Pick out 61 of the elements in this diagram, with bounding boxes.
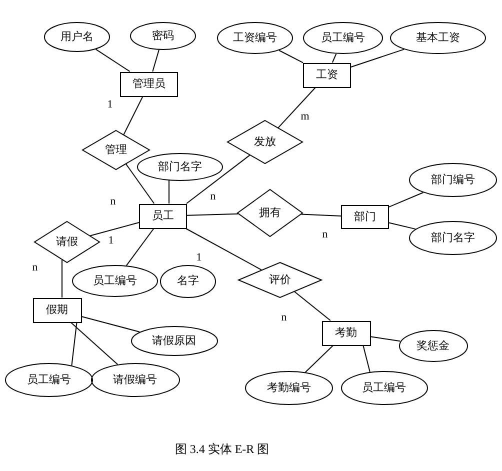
relationship-diamond: 请假 xyxy=(34,221,100,263)
cardinality-label: n xyxy=(109,196,117,208)
connector-line xyxy=(350,48,405,68)
attribute-ellipse: 部门名字 xyxy=(137,153,223,181)
attribute-ellipse: 用户名 xyxy=(44,22,110,52)
relationship-diamond: 发放 xyxy=(227,120,303,164)
attribute-ellipse: 奖惩金 xyxy=(398,330,468,362)
connector-line xyxy=(370,336,401,342)
relationship-diamond: 管理 xyxy=(82,130,150,170)
connector-line xyxy=(70,322,118,365)
connector-line xyxy=(388,222,416,230)
attribute-ellipse: 员工编号 xyxy=(72,265,158,297)
attribute-ellipse: 部门编号 xyxy=(409,163,497,197)
cardinality-label: 1 xyxy=(106,100,114,110)
connector-line xyxy=(185,228,262,270)
attribute-ellipse: 部门名字 xyxy=(409,221,497,255)
connector-line xyxy=(294,291,331,321)
connector-line xyxy=(126,164,155,204)
connector-line xyxy=(362,345,370,372)
connector-line xyxy=(81,316,140,332)
connector-line xyxy=(186,154,250,204)
entity-box: 工资 xyxy=(303,62,351,88)
connector-line xyxy=(152,49,160,72)
attribute-ellipse: 员工编号 xyxy=(5,363,93,397)
entity-box: 管理员 xyxy=(120,72,178,96)
attribute-ellipse: 请假编号 xyxy=(90,363,180,397)
attribute-ellipse: 考勤编号 xyxy=(245,371,333,405)
connector-line xyxy=(300,214,342,216)
attribute-ellipse: 工资编号 xyxy=(217,22,293,54)
connector-line xyxy=(126,228,154,266)
figure-caption: 图 3.4 实体 E-R 图 xyxy=(174,442,270,456)
cardinality-label: n xyxy=(321,230,329,240)
entity-box: 假期 xyxy=(32,298,82,322)
connector-line xyxy=(388,192,424,208)
cardinality-label: 1 xyxy=(107,236,115,246)
connector-line xyxy=(71,322,78,366)
cardinality-label: 1 xyxy=(195,252,203,264)
connector-line xyxy=(123,96,144,136)
cardinality-label: m xyxy=(300,112,310,122)
attribute-ellipse: 名字 xyxy=(160,264,216,298)
entity-box: 部门 xyxy=(341,205,389,229)
connector-line xyxy=(95,48,130,72)
entity-box: 考勤 xyxy=(322,320,370,346)
relationship-diamond: 评价 xyxy=(238,262,322,298)
connector-line xyxy=(90,222,140,236)
connector-line xyxy=(304,345,334,373)
attribute-ellipse: 密码 xyxy=(130,22,196,50)
cardinality-label: n xyxy=(280,312,288,324)
attribute-ellipse: 员工编号 xyxy=(340,371,428,405)
relationship-diamond: 拥有 xyxy=(237,189,303,237)
connector-line xyxy=(332,53,337,63)
connector-line xyxy=(186,213,239,216)
entity-box: 员工 xyxy=(139,204,187,228)
connector-line xyxy=(168,180,170,204)
attribute-ellipse: 请假原因 xyxy=(130,326,218,356)
cardinality-label: n xyxy=(31,262,39,274)
cardinality-label: n xyxy=(209,192,217,202)
attribute-ellipse: 基本工资 xyxy=(390,22,486,54)
connector-line xyxy=(278,87,316,128)
attribute-ellipse: 员工编号 xyxy=(303,22,383,54)
connector-line xyxy=(278,50,304,64)
